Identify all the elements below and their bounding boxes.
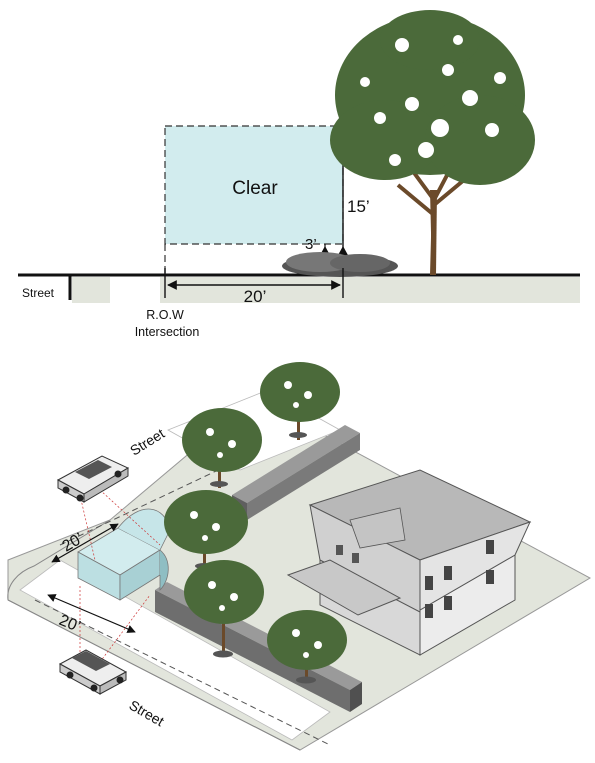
height-upper-label: 15’ <box>347 197 370 216</box>
height-lower-label: 3’ <box>305 236 317 253</box>
car-icon-top <box>56 455 130 503</box>
house-icon <box>286 469 532 656</box>
row-label-line1: R.O.W <box>146 308 184 322</box>
tree-icon-4 <box>184 560 264 658</box>
setback-label: 20’ <box>244 287 267 306</box>
sight-triangle-box <box>77 508 171 601</box>
clear-label: Clear <box>232 178 278 199</box>
tree-icon-1 <box>260 362 340 440</box>
car-icon-bottom <box>58 649 128 695</box>
hedge-front-end <box>350 682 362 712</box>
row-label-line2: Intersection <box>135 325 200 339</box>
isometric-view: 20’ 20’ <box>7 362 592 751</box>
hedge-rear <box>232 425 360 503</box>
dimension-b <box>47 594 136 633</box>
hedge-rear-side <box>247 433 360 520</box>
street-label-section: Street <box>22 286 55 300</box>
dimension-a <box>51 523 119 563</box>
curb-strip <box>72 277 110 303</box>
ground-strip <box>160 277 580 303</box>
street-label-bottom: Street <box>127 697 167 730</box>
dimension-b-label: 20’ <box>57 612 83 636</box>
shrub-icon <box>282 252 398 277</box>
clear-zone <box>164 125 344 245</box>
sight-line-top-2 <box>99 489 161 546</box>
street-label-top: Street <box>127 425 167 458</box>
tree-icon <box>330 10 535 276</box>
section-view: Clear 15’ 3’ 20’ Street R.O.W Intersecti… <box>18 10 580 339</box>
tree-icon-5 <box>267 610 347 684</box>
curb-corner <box>7 519 111 601</box>
tree-icon-2 <box>182 408 262 488</box>
